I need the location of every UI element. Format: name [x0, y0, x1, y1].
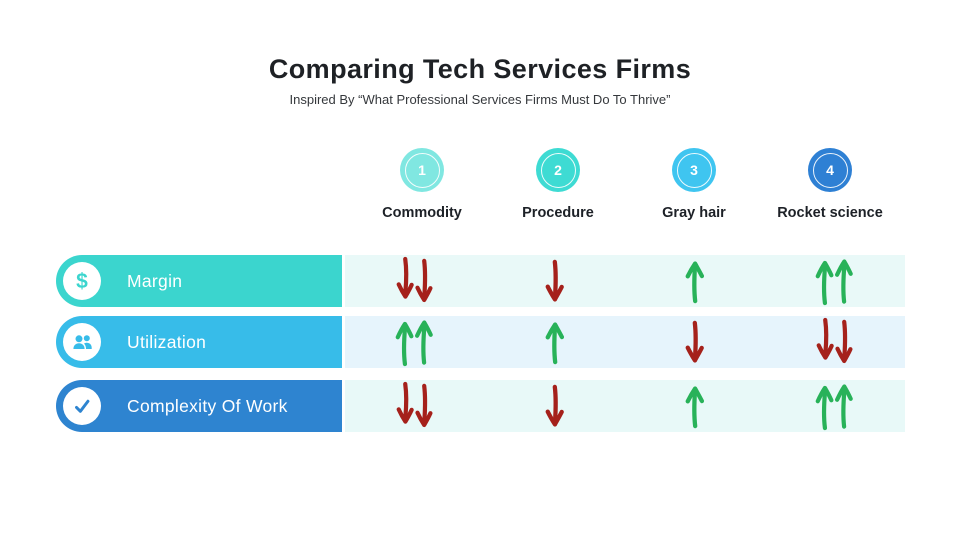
up-double-arrow-icon [815, 259, 853, 306]
cell-margin-gray-hair [625, 255, 765, 307]
cell-complexity-rocket-science [765, 380, 905, 432]
cell-utilization-gray-hair [625, 316, 765, 368]
up-double-arrow-icon [395, 320, 433, 367]
dollar-icon: $ [63, 262, 101, 300]
row-band [345, 380, 905, 432]
row-label: Margin [127, 270, 183, 291]
cell-utilization-rocket-science [765, 316, 905, 368]
cell-margin-commodity [345, 255, 485, 307]
row-complexity-of-work: Complexity Of Work [0, 380, 960, 432]
up-single-arrow-icon [545, 321, 565, 364]
down-double-arrow-icon [396, 381, 433, 428]
down-double-arrow-icon [816, 317, 853, 364]
cell-complexity-procedure [485, 380, 625, 432]
down-single-arrow-icon [685, 320, 704, 363]
up-double-arrow-icon [815, 384, 853, 431]
column-label: Procedure [522, 205, 594, 221]
cell-margin-rocket-science [765, 255, 905, 307]
cell-margin-procedure [485, 255, 625, 307]
check-icon [63, 387, 101, 425]
row-header-margin: $ Margin [56, 255, 342, 307]
column-number: 3 [690, 162, 698, 178]
column-header-gray-hair: 3 Gray hair [624, 148, 764, 221]
row-header-utilization: Utilization [56, 316, 342, 368]
column-header-procedure: 2 Procedure [488, 148, 628, 221]
row-label: Utilization [127, 331, 207, 352]
column-number-badge-3: 3 [672, 148, 716, 192]
users-icon [63, 323, 101, 361]
row-band [345, 316, 905, 368]
down-single-arrow-icon [545, 384, 564, 427]
cell-complexity-gray-hair [625, 380, 765, 432]
cell-complexity-commodity [345, 380, 485, 432]
page-title: Comparing Tech Services Firms [268, 54, 692, 84]
column-number-badge-4: 4 [808, 148, 852, 192]
column-header-rocket-science: 4 Rocket science [760, 148, 900, 221]
cell-utilization-procedure [485, 316, 625, 368]
row-header-complexity: Complexity Of Work [56, 380, 342, 432]
column-label: Rocket science [777, 205, 883, 221]
row-label: Complexity Of Work [127, 395, 288, 416]
down-double-arrow-icon [396, 256, 433, 303]
column-number: 4 [826, 162, 834, 178]
column-label: Commodity [382, 205, 462, 221]
up-single-arrow-icon [685, 260, 705, 303]
up-single-arrow-icon [685, 385, 705, 428]
row-margin: $ Margin [0, 255, 960, 307]
column-number-badge-1: 1 [400, 148, 444, 192]
down-single-arrow-icon [545, 259, 564, 302]
column-number: 2 [554, 162, 562, 178]
row-utilization: Utilization [0, 316, 960, 368]
column-header-commodity: 1 Commodity [352, 148, 492, 221]
column-label: Gray hair [662, 205, 726, 221]
cell-utilization-commodity [345, 316, 485, 368]
page-subtitle: Inspired By “What Professional Services … [289, 92, 671, 107]
row-band [345, 255, 905, 307]
column-number-badge-2: 2 [536, 148, 580, 192]
column-number: 1 [418, 162, 426, 178]
